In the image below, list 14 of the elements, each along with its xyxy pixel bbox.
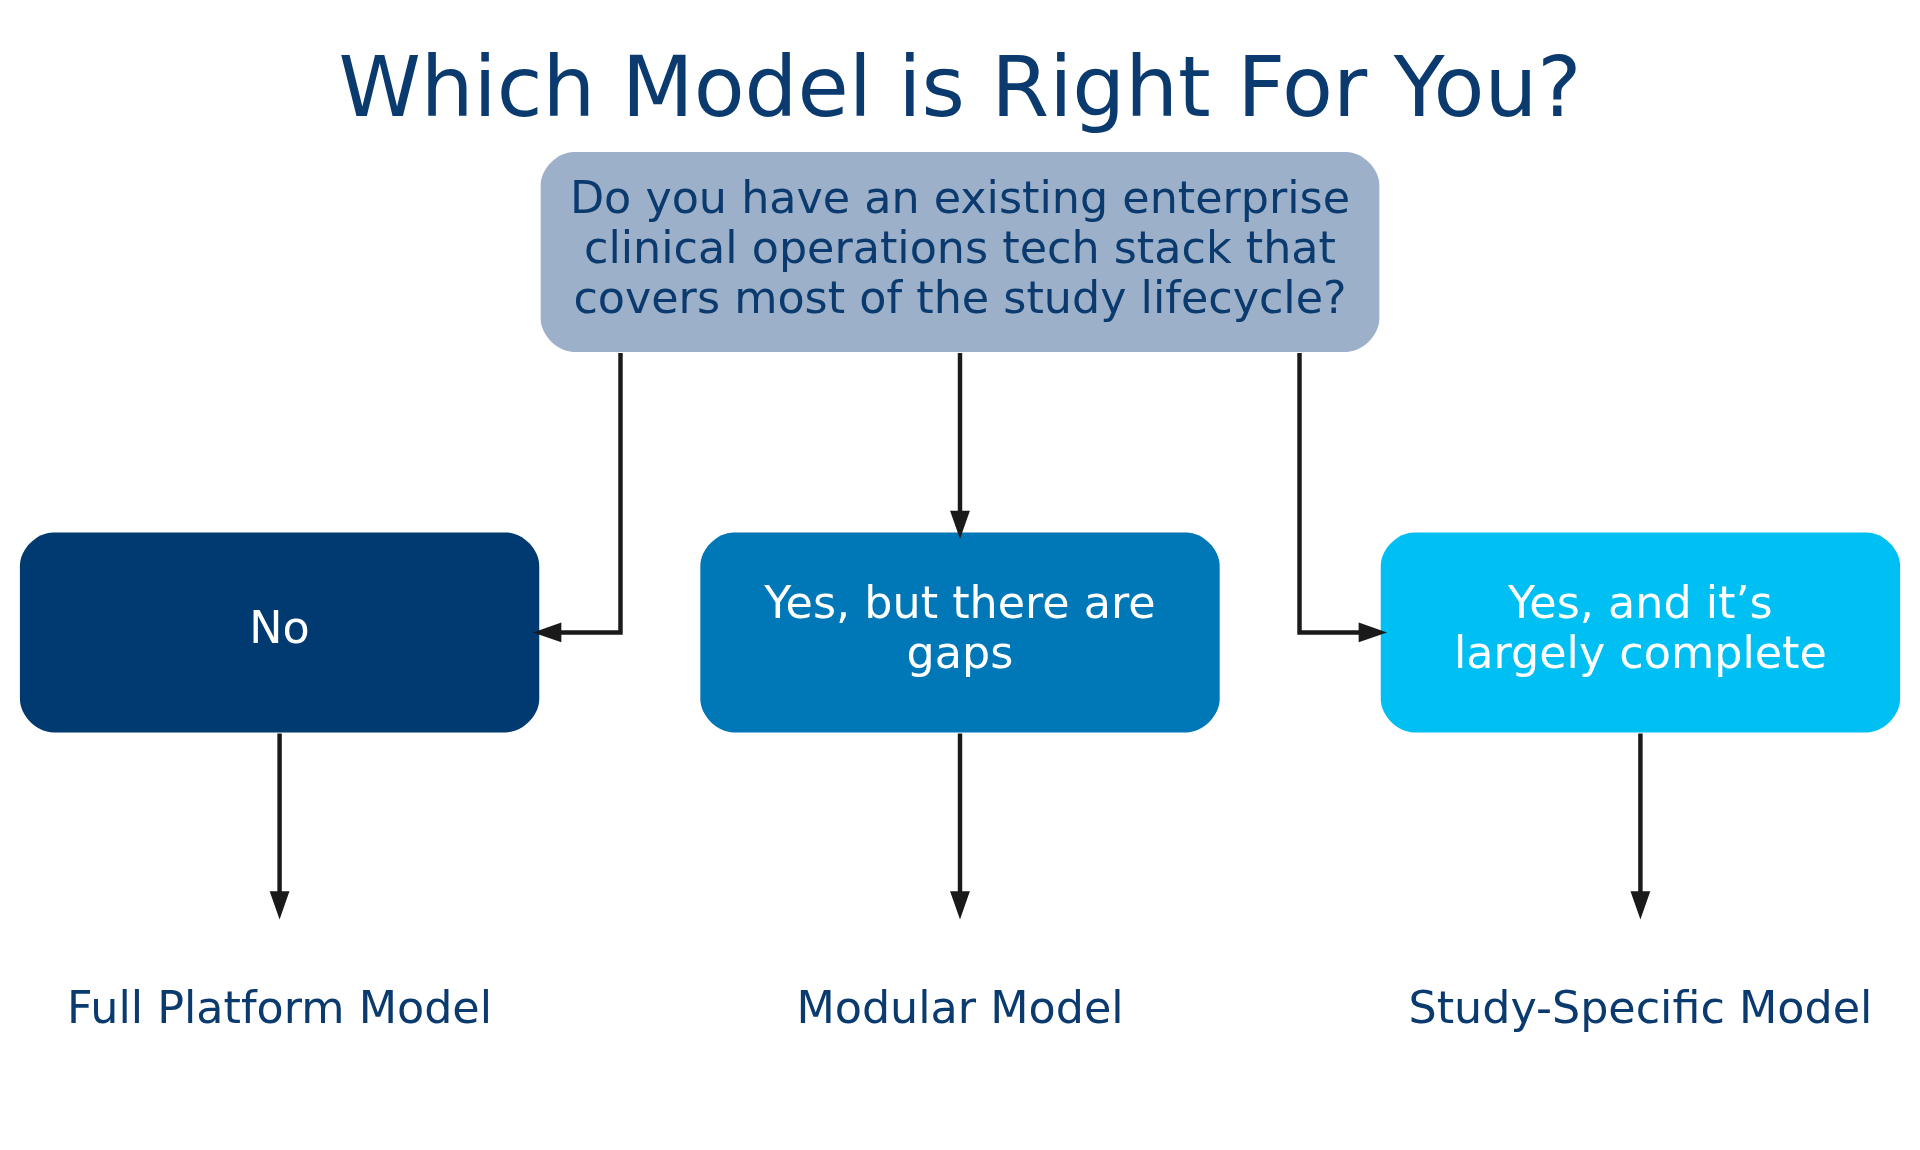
node-box: Yes, but there are gaps: [700, 531, 1220, 732]
arrow: [950, 352, 970, 539]
node-box: Do you have an existing enterprise clinical operations tech stack that covers most of the study lifecycle?: [540, 151, 1380, 352]
node-box: No: [19, 531, 540, 732]
arrow: [1297, 352, 1387, 642]
node-text: Modular Model: [796, 981, 1124, 1033]
arrow: [533, 352, 623, 642]
arrow: [1630, 732, 1651, 919]
arrow: [269, 732, 290, 919]
node-text: Full Platform Model: [67, 981, 493, 1033]
diagram-title: Which Model is Right For You?: [338, 38, 1582, 136]
node-text: Study-Specific Model: [1408, 981, 1873, 1033]
arrow: [950, 732, 970, 919]
node-box: Yes, and it’s largely complete: [1380, 531, 1901, 732]
